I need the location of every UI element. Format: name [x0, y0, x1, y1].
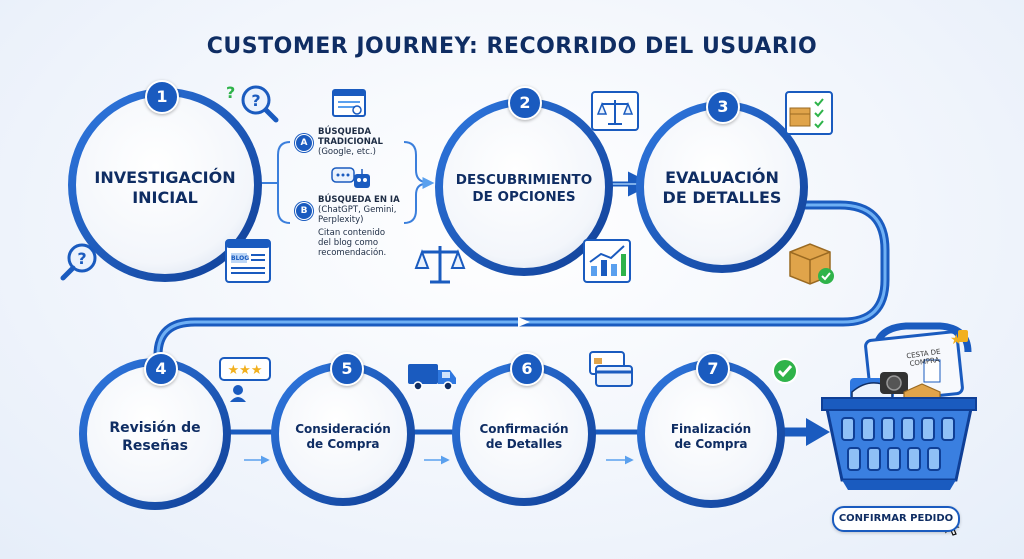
option-b-line3: Perplexity): [318, 215, 364, 226]
package-check-icon: [789, 243, 834, 285]
option-b-badge: B: [295, 202, 313, 220]
stage-number-3: 3: [706, 90, 740, 124]
stage-label-3-line1: EVALUACIÓN: [665, 168, 779, 187]
package-checklist-icon: [785, 91, 833, 135]
stage-label-2-line1: DESCUBRIMIENTO: [455, 172, 593, 188]
star-rating-icon: ★★★: [219, 357, 271, 402]
option-a-line3: (Google, etc.): [318, 147, 376, 158]
stage-label-7-line1: Finalización: [670, 422, 752, 436]
option-a-line2: TRADICIONAL: [318, 137, 383, 148]
stage-label-6-line1: Confirmación: [479, 422, 569, 436]
stage-number-2: 2: [508, 86, 542, 120]
stage-label-4: Revisión de Reseñas: [90, 420, 220, 455]
stage-label-2-line2: DE OPCIONES: [472, 188, 576, 205]
stage-label-6: Confirmación de Detalles: [459, 422, 589, 452]
credit-card-icon: [589, 351, 633, 387]
growth-chart-icon: [583, 239, 631, 283]
stage-label-6-line2: de Detalles: [485, 437, 563, 451]
option-b-note2: del blog como: [318, 237, 379, 248]
stage-label-7: Finalización de Compra: [646, 422, 776, 452]
row-connector: [153, 200, 890, 377]
question-magnifier-icon: ? ?: [226, 83, 279, 123]
stage-label-1-line1: INVESTIGACIÓN: [94, 168, 236, 187]
stage-number-4: 4: [144, 352, 178, 386]
confirm-order-button[interactable]: CONFIRMAR PEDIDO: [832, 506, 960, 532]
check-circle-icon: [772, 358, 798, 384]
option-b-line1: BÚSQUEDA EN IA: [318, 195, 400, 205]
browser-search-icon: [332, 89, 366, 117]
scale-icon: [414, 246, 466, 284]
options-bracket: [260, 141, 435, 224]
stage-label-5-line1: Consideración: [295, 422, 391, 436]
option-b-note1: Citan contenido: [318, 227, 386, 238]
scale-icon: [591, 91, 639, 131]
stage-label-3: EVALUACIÓN DE DETALLES: [647, 168, 797, 208]
shopping-basket-icon: ★: [821, 322, 977, 490]
blog-label: BLOG: [231, 255, 250, 262]
svg-text:?: ?: [226, 83, 235, 102]
stage-label-4-line1: Revisión de: [109, 420, 201, 436]
option-a-line1: BÚSQUEDA: [318, 127, 372, 137]
option-b-line2: (ChatGPT, Gemini,: [318, 205, 397, 216]
stage-number-1: 1: [145, 80, 179, 114]
svg-text:?: ?: [251, 91, 260, 110]
stage-label-1: INVESTIGACIÓN INICIAL: [75, 168, 255, 208]
stage-number-7: 7: [696, 352, 730, 386]
option-b-text: BÚSQUEDA EN IA (ChatGPT, Gemini, Perplex…: [318, 195, 428, 258]
option-a-badge: A: [295, 134, 313, 152]
delivery-truck-icon: [408, 364, 456, 391]
stage-label-1-line2: INICIAL: [132, 188, 198, 207]
stage-number-5: 5: [330, 352, 364, 386]
stage-label-3-line2: DE DETALLES: [662, 188, 782, 207]
stage-label-7-line2: de Compra: [674, 437, 748, 451]
stage-number-6: 6: [510, 352, 544, 386]
svg-text:?: ?: [77, 249, 86, 268]
option-b-note3: recomendación.: [318, 247, 387, 258]
question-magnifier-icon: ?: [60, 243, 97, 281]
svg-text:★★★: ★★★: [228, 363, 263, 378]
blog-page-icon: [225, 239, 271, 283]
option-a-text: BÚSQUEDA TRADICIONAL (Google, etc.): [318, 127, 418, 158]
stage-label-2: DESCUBRIMIENTO DE OPCIONES: [444, 172, 604, 206]
stage-label-5: Consideración de Compra: [278, 422, 408, 452]
stage-label-5-line2: de Compra: [306, 437, 380, 451]
stage-label-4-line2: Reseñas: [122, 437, 188, 454]
page-title: CUSTOMER JOURNEY: RECORRIDO DEL USUARIO: [206, 34, 818, 59]
chatbot-icon: [331, 167, 370, 188]
